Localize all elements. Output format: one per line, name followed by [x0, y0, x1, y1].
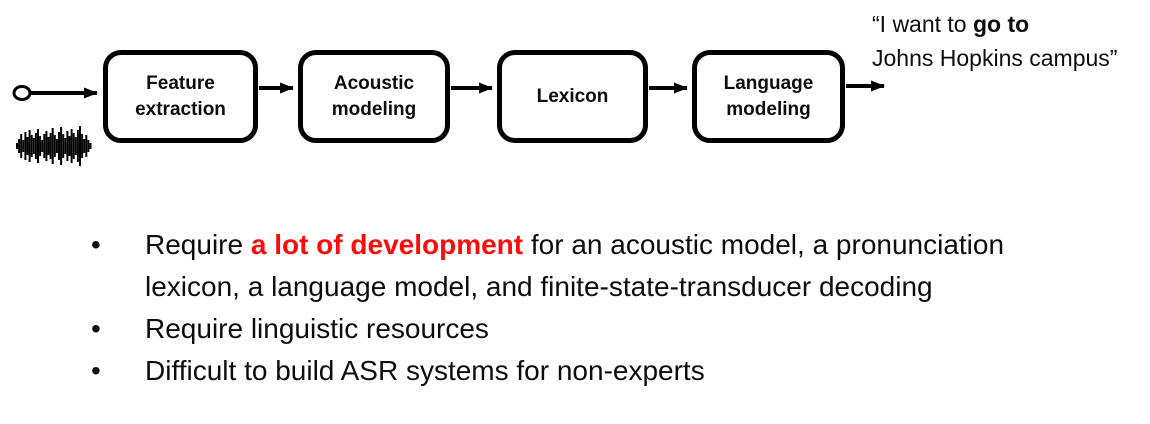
text-line: Require a lot of development for an acou…: [145, 224, 1004, 266]
text-segment: Difficult to build ASR systems for non-e…: [145, 355, 705, 386]
pipeline-box-feature-extraction: Feature extraction: [103, 50, 258, 143]
list-item: • Require a lot of development for an aco…: [88, 224, 1004, 308]
bullet-text: Require a lot of development for an acou…: [145, 224, 1004, 308]
text-segment: Require: [145, 229, 251, 260]
highlighted-text: a lot of development: [250, 229, 524, 260]
pipeline-box-acoustic-modeling: Acoustic modeling: [298, 50, 450, 143]
text-line: Johns Hopkins campus”: [872, 41, 1117, 75]
waveform-icon: [16, 126, 92, 166]
pipeline-box-language-modeling: Language modeling: [692, 50, 845, 143]
pipeline-box-lexicon: Lexicon: [497, 50, 648, 143]
text-segment: go to: [972, 11, 1030, 37]
bullet-text: Require linguistic resources: [145, 308, 489, 350]
text-line: lexicon, a language model, and finite-st…: [145, 266, 1004, 308]
input-node-icon: [12, 85, 32, 101]
text-segment: for an acoustic model, a pronunciation: [523, 229, 1005, 260]
list-item: • Require linguistic resources: [88, 308, 1004, 350]
bullet-glyph: •: [91, 355, 101, 386]
bullet-glyph: •: [91, 229, 101, 260]
text-segment: “I want to: [872, 11, 973, 37]
list-item: • Difficult to build ASR systems for non-…: [88, 350, 1004, 392]
bullet-list: • Require a lot of development for an aco…: [88, 224, 1004, 392]
text-segment: Require linguistic resources: [145, 313, 489, 344]
text-segment: lexicon, a language model, and finite-st…: [145, 271, 933, 302]
asr-pipeline-diagram: [12, 80, 885, 166]
text-line: Difficult to build ASR systems for non-e…: [145, 350, 705, 392]
text-line: “I want to go to: [872, 7, 1117, 41]
bullet-text: Difficult to build ASR systems for non-e…: [145, 350, 705, 392]
bullet-glyph: •: [91, 313, 101, 344]
output-quote: “I want to go to Johns Hopkins campus”: [872, 7, 1117, 75]
text-segment: Johns Hopkins campus”: [872, 45, 1118, 71]
text-line: Require linguistic resources: [145, 308, 489, 350]
